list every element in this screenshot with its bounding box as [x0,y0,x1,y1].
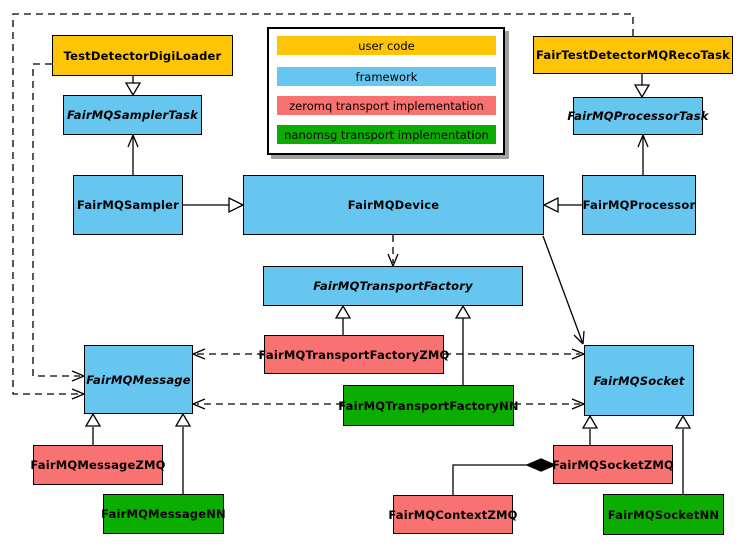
edge-fairmqtransportfactorynn-fairmqsocket-dependency [514,398,585,410]
legend-item-zeromq: zeromq transport implementation [277,96,496,115]
edge-fairmqmessagenn-fairmqmessage-generalization [174,412,192,494]
node-fairmqsamplertask: FairMQSamplerTask [63,95,202,135]
node-fairmqmessagezmq: FairMQMessageZMQ [30,445,165,485]
node-fairmqprocessortask: FairMQProcessorTask [567,97,708,135]
edge-fairmqtransportfactoryzmq-fairmqmessage-dependency [192,348,264,360]
legend: user code framework zeromq transport imp… [267,27,505,155]
edge-fairmqdevice-fairmqsocket-association [542,235,585,345]
node-fairmqtransportfactorynn: FairMQTransportFactoryNN [338,385,519,426]
node-fairmqtransportfactory: FairMQTransportFactory [263,266,523,306]
edge-fairmqtransportfactoryzmq-fairmqsocket-dependency [444,348,585,360]
node-fairmqmessagenn: FairMQMessageNN [101,494,226,534]
node-fairmqdevice: FairMQDevice [243,175,544,235]
edge-fairmqsampler-fairmqsamplertask-association [127,134,139,175]
legend-item-user-code: user code [277,36,496,55]
edge-fairmqprocessor-fairmqdevice-generalization [542,196,582,214]
edge-fairmqsampler-fairmqdevice-generalization [183,196,245,214]
node-fairmqprocessor: FairMQProcessor [582,175,696,235]
node-fairtestdetectormqrecotask: FairTestDetectorMQRecoTask [533,36,733,74]
edge-testdetectordigiloader-fairmqsamplertask-generalization [124,76,142,97]
node-fairmqtransportfactoryzmq: FairMQTransportFactoryZMQ [259,335,449,374]
legend-item-framework: framework [277,67,496,86]
edge-fairmqdevice-fairmqtransportfactory-dependency [387,235,399,267]
node-testdetectordigiloader: TestDetectorDigiLoader [52,35,233,76]
node-fairmqsocketzmq: FairMQSocketZMQ [552,445,674,484]
node-fairmqsocketnn: FairMQSocketNN [603,494,724,535]
node-fairmqsampler: FairMQSampler [73,175,183,235]
edge-fairmqprocessor-fairmqprocessortask-association [637,134,649,175]
edge-fairmqtransportfactorynn-fairmqtransportfactory-generalization [454,304,472,385]
node-fairmqsocket: FairMQSocket [584,345,694,416]
edge-fairtestdetectormqrecotask-fairmqprocessortask-generalization [633,74,651,99]
edge-fairmqsocketzmq-fairmqsocket-generalization [581,414,599,445]
edge-fairmqsocketnn-fairmqsocket-generalization [674,414,692,494]
edge-fairmqcontextzmq-fairmqsocketzmq-composition [452,458,557,495]
edge-fairmqtransportfactorynn-fairmqmessage-dependency [192,398,343,410]
edge-fairmqtransportfactoryzmq-fairmqtransportfactory-generalization [334,304,352,335]
edge-fairmqmessagezmq-fairmqmessage-generalization [84,412,102,445]
node-fairmqmessage: FairMQMessage [84,345,193,414]
node-fairmqcontextzmq: FairMQContextZMQ [388,495,517,534]
legend-item-nanomsg: nanomsg transport implementation [277,125,496,144]
